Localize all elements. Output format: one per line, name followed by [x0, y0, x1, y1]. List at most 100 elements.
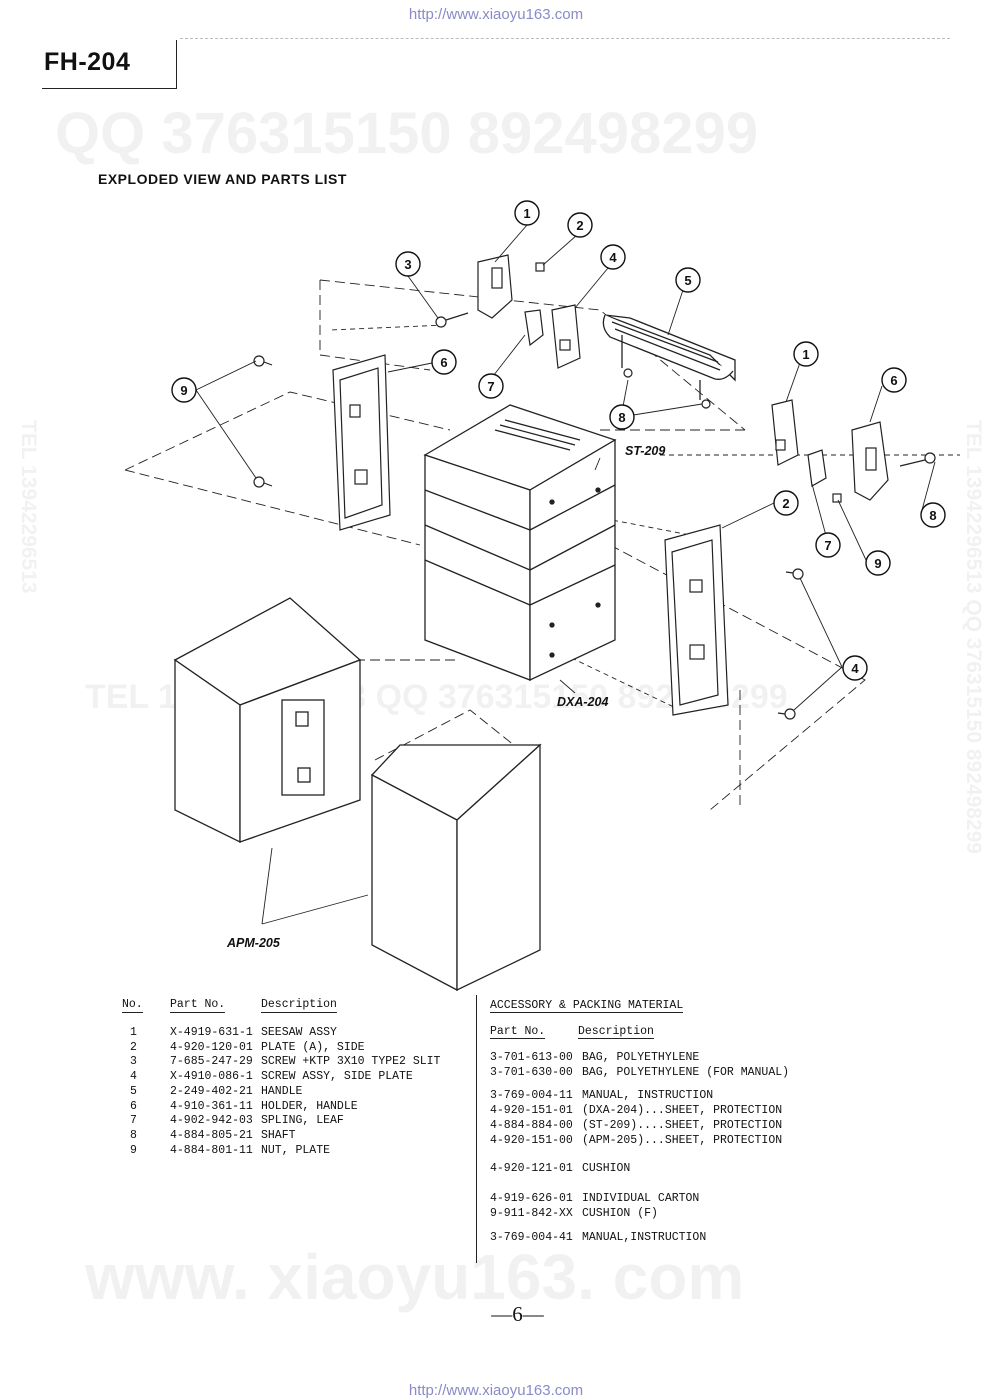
label-st-209: ST-209 [625, 444, 665, 458]
parts-cell-part-no: 4-884-801-11 [170, 1143, 253, 1157]
callout-9-right: 9 [874, 556, 881, 571]
handle-holder-right-drawing [771, 399, 889, 501]
accessory-cell-part-no: 3-769-004-41 [490, 1231, 573, 1244]
callout-6: 1 [523, 206, 530, 221]
callout-7: 7 [487, 379, 494, 394]
accessory-cell-part-no: 4-920-121-01 [490, 1162, 573, 1175]
accessory-cell-part-no: 9-911-842-XX [490, 1207, 573, 1220]
side-plate-left-drawing [332, 354, 391, 531]
callout-9: 2 [576, 218, 583, 233]
accessory-cell-description: INDIVIDUAL CARTON [582, 1192, 700, 1205]
accessory-row: 3-769-004-11 MANUAL, INSTRUCTION [488, 1089, 848, 1104]
callout-2-right: 2 [782, 496, 789, 511]
callout-7-right: 7 [824, 538, 831, 553]
callout-1: 4 [609, 250, 617, 265]
parts-cell-part-no: 4-884-805-21 [170, 1128, 253, 1142]
accessory-cell-description: CUSHION (F) [582, 1207, 658, 1220]
parts-row: 5 2-249-402-21 HANDLE [120, 1085, 480, 1100]
page-number: —6— [491, 1302, 544, 1326]
accessory-cell-part-no: 4-919-626-01 [490, 1192, 573, 1205]
header-description: Description [261, 998, 337, 1013]
accessory-row: 4-884-884-00 (ST-209)....SHEET, PROTECTIO… [488, 1119, 848, 1134]
handle-drawing [602, 314, 736, 400]
callout-8-right: 8 [929, 508, 936, 523]
parts-cell-no: 6 [130, 1099, 137, 1113]
watermark-top: QQ 376315150 892498299 [55, 101, 759, 166]
speaker-right-drawing [370, 743, 542, 992]
accessory-packing-list: ACCESSORY & PACKING MATERIAL Part No. De… [488, 999, 808, 1244]
parts-cell-no: 8 [130, 1128, 137, 1142]
parts-cell-no: 5 [130, 1084, 137, 1098]
callout-4: 9 [180, 383, 187, 398]
side-plate-right-drawing [664, 524, 729, 716]
column-divider [476, 995, 477, 1263]
accessory-cell-part-no: 4-920-151-00 [490, 1134, 573, 1147]
speaker-left-drawing [173, 597, 362, 844]
accessory-row: 9-911-842-XX CUSHION (F) [488, 1207, 848, 1222]
acc-header-description: Description [578, 1025, 654, 1039]
callout-5: 5 [684, 273, 691, 288]
accessory-row: 4-920-121-01 CUSHION [488, 1162, 848, 1177]
accessory-title: ACCESSORY & PACKING MATERIAL [490, 999, 684, 1013]
parts-cell-description: NUT, PLATE [261, 1143, 331, 1157]
accessory-cell-part-no: 4-884-884-00 [490, 1119, 573, 1132]
accessory-cell-description: (APM-205)...SHEET, PROTECTION [582, 1134, 783, 1147]
label-apm-205: APM-205 [226, 936, 281, 950]
accessory-cell-part-no: 3-769-004-11 [490, 1089, 573, 1102]
parts-cell-description: SEESAW ASSY [261, 1026, 337, 1039]
callout-6-right: 6 [890, 373, 897, 388]
parts-cell-part-no: 4-910-361-11 [170, 1099, 253, 1113]
callout-3: 8 [618, 410, 625, 425]
header-no: No. [122, 998, 143, 1013]
parts-cell-description: SHAFT [261, 1128, 296, 1142]
parts-cell-no: 9 [130, 1143, 137, 1157]
accessory-row: 4-920-151-01 (DXA-204)...SHEET, PROTECTIO… [488, 1104, 848, 1119]
handle-holder-left-drawing [477, 254, 581, 369]
watermark-bottom: www. xiaoyu163. com [85, 1241, 745, 1313]
accessory-cell-description: (DXA-204)...SHEET, PROTECTION [582, 1104, 783, 1117]
header-rule [180, 38, 950, 39]
parts-cell-part-no: 2-249-402-21 [170, 1084, 253, 1098]
parts-cell-no: 3 [130, 1055, 137, 1069]
source-url-top[interactable]: http://www.xiaoyu163.com [408, 6, 584, 23]
accessory-row: 4-919-626-01 INDIVIDUAL CARTON [488, 1192, 848, 1207]
accessory-cell-part-no: 3-701-630-00 [490, 1066, 573, 1079]
parts-row: 8 4-884-805-21 SHAFT [120, 1129, 480, 1144]
model-title: FH-204 [44, 48, 131, 76]
accessory-row: 4-920-151-00 (APM-205)...SHEET, PROTECTIO… [488, 1134, 848, 1149]
callout-8: 3 [404, 257, 411, 272]
model-box [42, 40, 177, 89]
accessory-cell-part-no: 4-920-151-01 [490, 1104, 573, 1117]
accessory-cell-description: MANUAL, INSTRUCTION [582, 1089, 714, 1102]
parts-cell-no: 7 [130, 1114, 137, 1128]
parts-cell-no: 2 [130, 1040, 137, 1054]
section-title: EXPLODED VIEW AND PARTS LIST [98, 171, 347, 187]
accessory-cell-description: CUSHION [582, 1162, 631, 1175]
parts-row: 4 X-4910-086-1 SCREW ASSY, SIDE PLATE [120, 1070, 480, 1085]
parts-cell-part-no: X-4910-086-1 [170, 1070, 253, 1084]
parts-cell-part-no: 7-685-247-29 [170, 1055, 253, 1069]
parts-cell-no: 4 [130, 1070, 137, 1084]
callout-circles [171, 200, 946, 681]
accessory-cell-description: (ST-209)....SHEET, PROTECTION [582, 1119, 783, 1132]
parts-cell-description: SCREW ASSY, SIDE PLATE [261, 1070, 413, 1084]
source-url-bottom[interactable]: http://www.xiaoyu163.com [408, 1382, 584, 1399]
callout-1-right: 1 [802, 347, 809, 362]
parts-cell-description: HANDLE [261, 1084, 303, 1098]
parts-row: 9 4-884-801-11 NUT, PLATE [120, 1144, 480, 1159]
header-part-no: Part No. [170, 998, 226, 1013]
parts-cell-description: SCREW +KTP 3X10 TYPE2 SLIT [261, 1055, 441, 1069]
label-dxa-204: DXA-204 [557, 695, 608, 709]
accessory-cell-part-no: 3-701-613-00 [490, 1051, 573, 1064]
callout-2: 6 [440, 355, 447, 370]
parts-cell-part-no: X-4919-631-1 [170, 1026, 253, 1039]
parts-cell-description: SPLING, LEAF [261, 1114, 344, 1128]
